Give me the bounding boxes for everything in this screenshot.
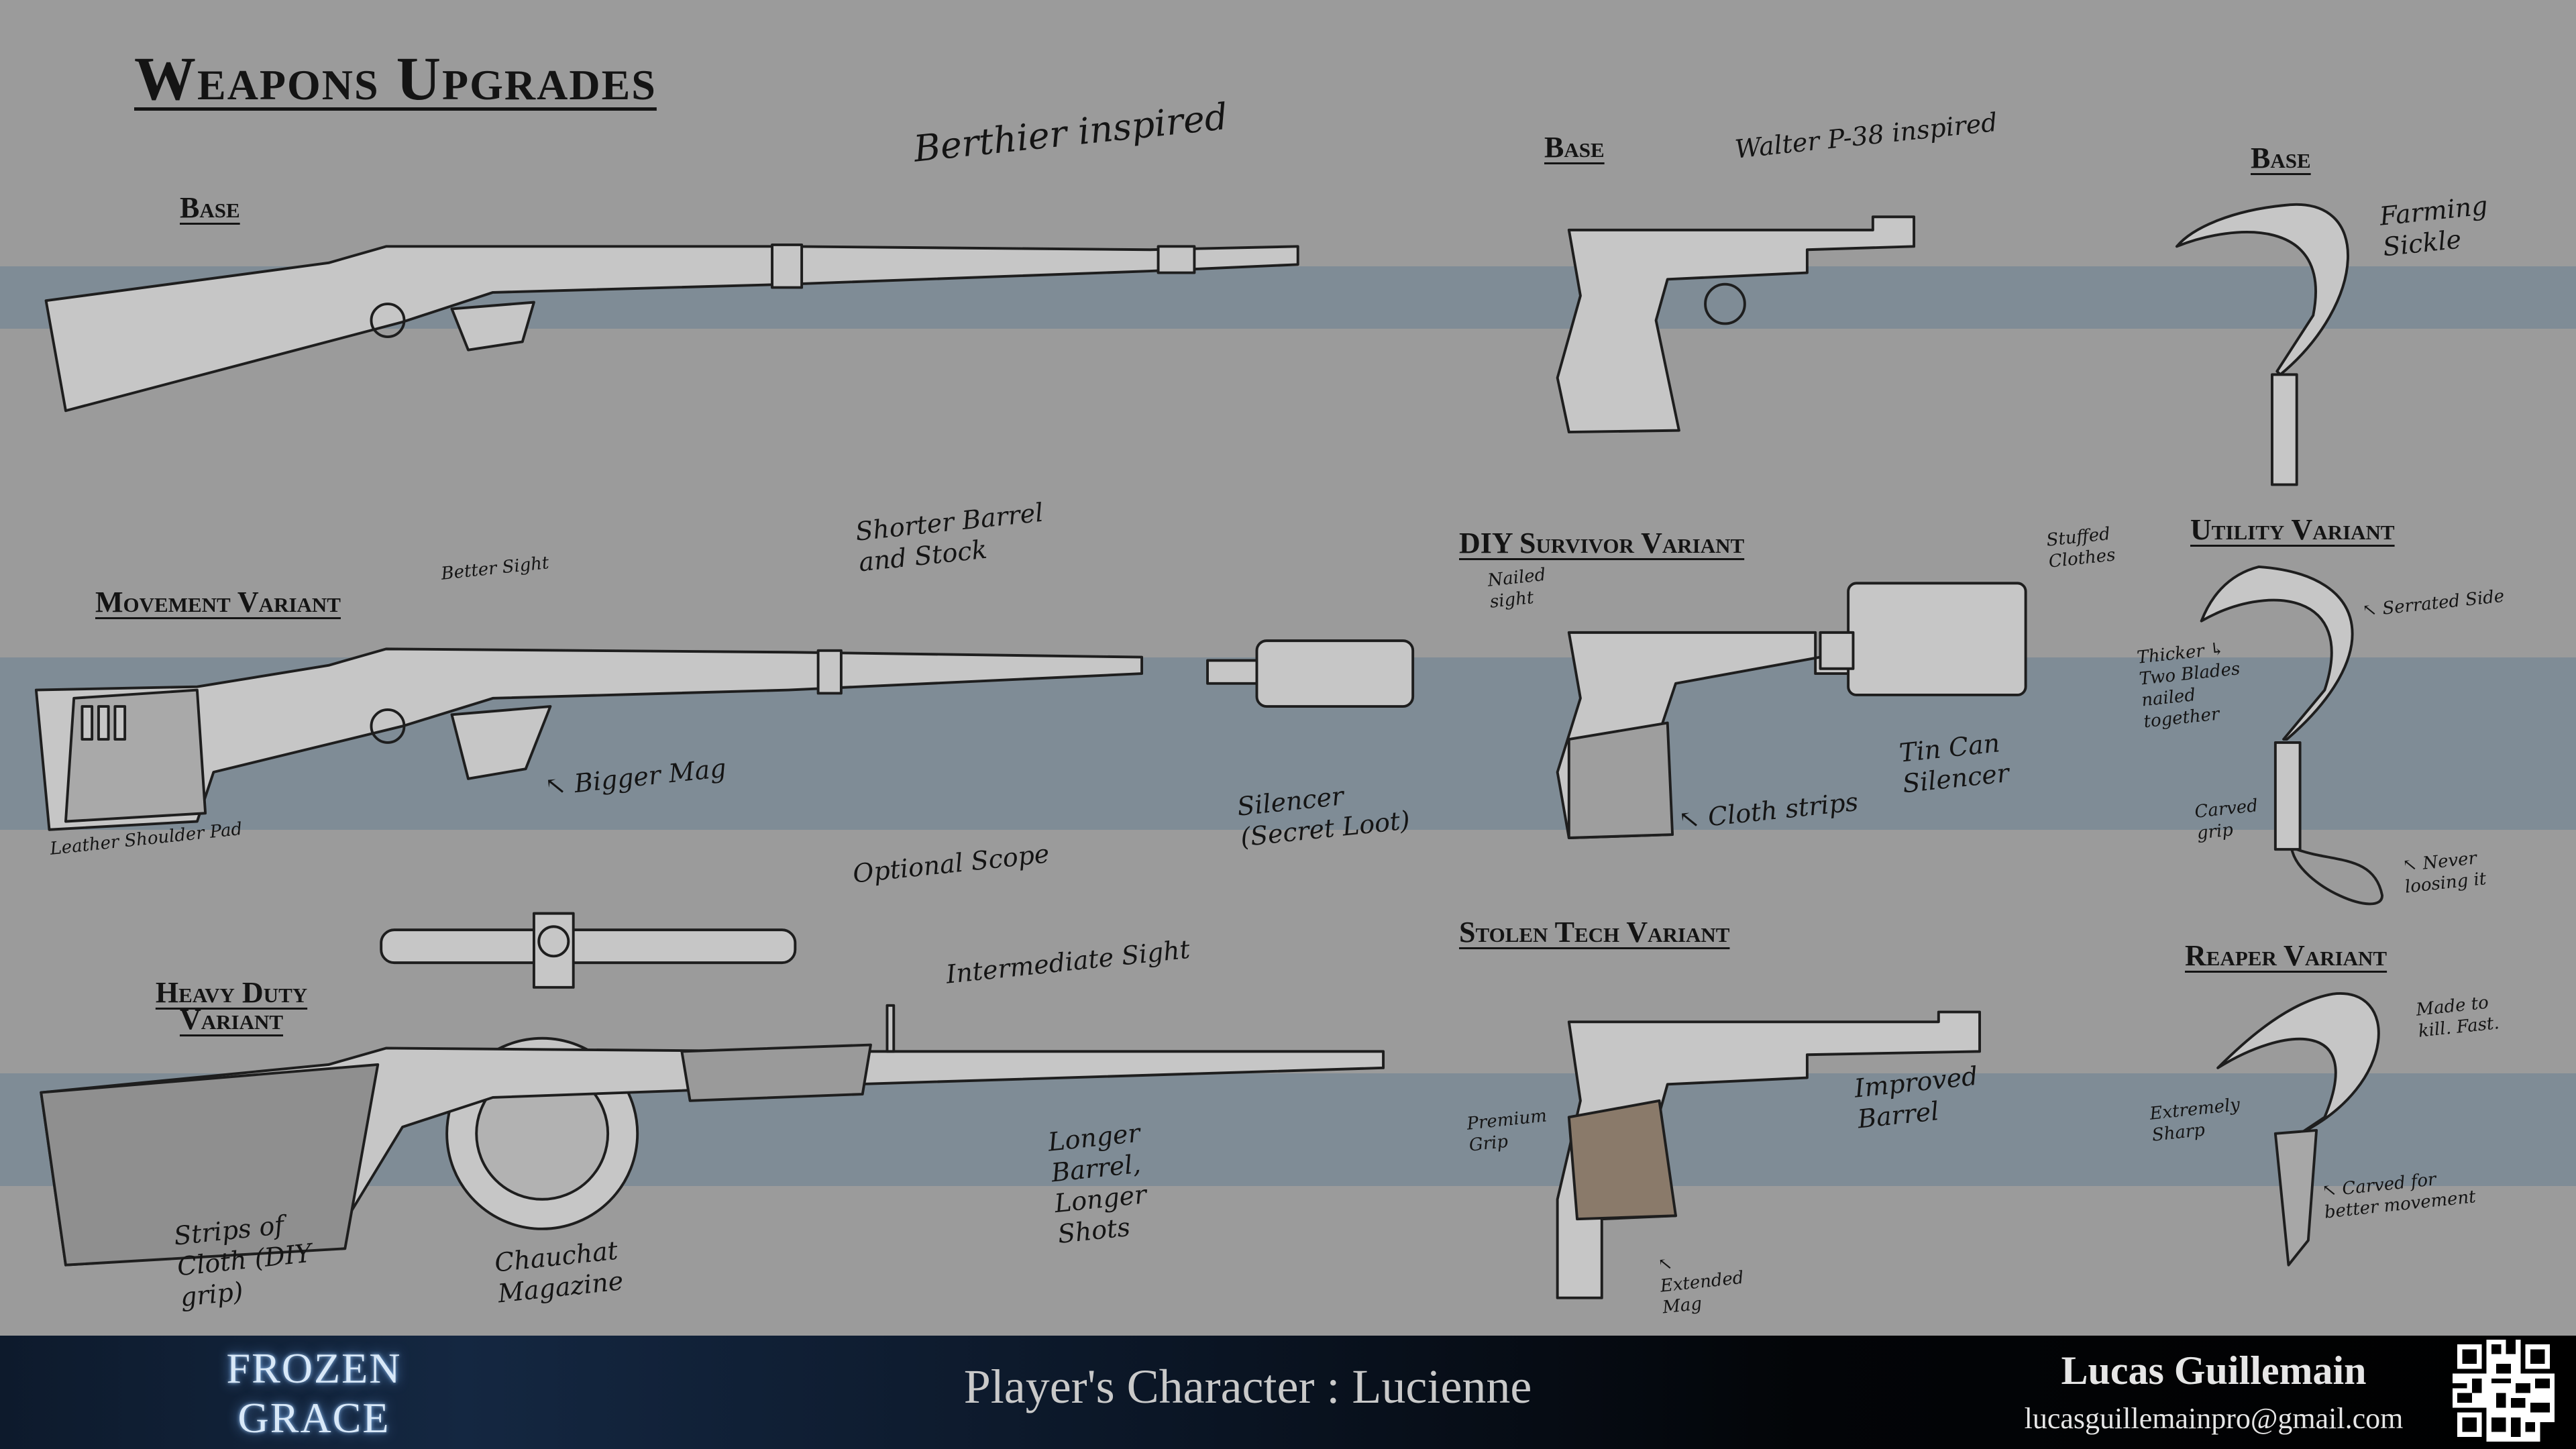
- note-nailed-sight: Nailed sight: [1487, 564, 1547, 612]
- rifle-base-sketch: [44, 243, 1299, 413]
- pistol-stolen-label: Stolen Tech Variant: [1459, 916, 1730, 949]
- sickle-base-label: Base: [2251, 142, 2311, 174]
- qr-code[interactable]: [2453, 1340, 2555, 1442]
- sickle-utility-label: Utility Variant: [2190, 513, 2395, 546]
- sickle-reaper-label: Reaper Variant: [2185, 939, 2387, 972]
- note-longer-barrel: Longer Barrel, Longer Shots: [1046, 1118, 1148, 1249]
- rifle-heavy-label: Heavy Duty Variant: [155, 976, 308, 1036]
- footer-bar: FROZEN GRACE Player's Character : Lucien…: [0, 1336, 2576, 1449]
- note-extremely-sharp: Extremely Sharp: [2149, 1094, 2241, 1146]
- rifle-base-label: Base: [180, 191, 240, 224]
- author-name: Lucas Guillemain: [2061, 1348, 2367, 1393]
- rifle-heavy-sketch: [40, 912, 1385, 1267]
- pistol-diy-label: DIY Survivor Variant: [1459, 527, 1745, 559]
- pistol-base-sketch: [1556, 215, 1916, 434]
- page-title: Weapons Upgrades: [134, 44, 657, 113]
- author-email[interactable]: lucasguillemainpro@gmail.com: [2024, 1402, 2404, 1435]
- note-premium-grip: Premium Grip: [1466, 1106, 1548, 1156]
- note-extended-mag: ↖ Extended Mag: [1657, 1253, 1745, 1318]
- rifle-movement-label: Movement Variant: [95, 586, 341, 619]
- note-carved-grip: Carved grip: [2194, 796, 2259, 844]
- pistol-diy-sketch: [1556, 582, 2027, 839]
- note-tin-can: Tin Can Silencer: [1898, 728, 2010, 799]
- note-stuffed-clothes: Stuffed Clothes: [2045, 524, 2116, 572]
- sickle-utility-sketch: [2200, 565, 2384, 906]
- pistol-stolen-sketch: [1556, 1010, 1982, 1299]
- sickle-base-sketch: [2175, 203, 2349, 486]
- note-thicker: Thicker ↳ Two Blades nailed together: [2136, 639, 2241, 733]
- rifle-movement-sketch: [34, 639, 1415, 831]
- note-cloth-strips: Strips of Cloth (DIY grip): [172, 1210, 313, 1313]
- note-improved-barrel: Improved Barrel: [1853, 1061, 1980, 1134]
- sickle-inspiration-note: Farming Sickle: [2378, 191, 2489, 262]
- character-subtitle: Player's Character : Lucienne: [963, 1360, 1532, 1413]
- frozen-grace-logo: FROZEN GRACE: [226, 1344, 402, 1442]
- sickle-reaper-sketch: [2216, 991, 2380, 1267]
- pistol-base-label: Base: [1544, 131, 1605, 164]
